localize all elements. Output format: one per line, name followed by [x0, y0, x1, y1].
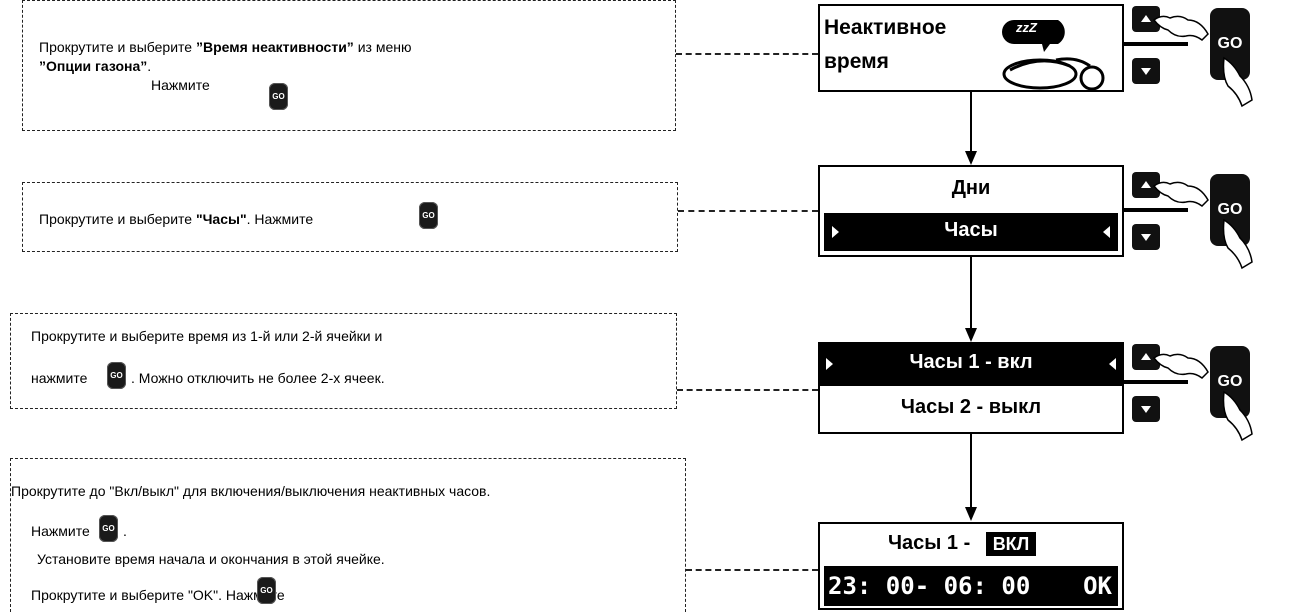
lcd-screen-hour-slots: Часы 1 - вкл Часы 2 - выкл [818, 342, 1124, 434]
scroll-down-button-icon [1132, 58, 1160, 84]
press-text: нажмите [31, 370, 88, 386]
pointing-hand-icon [1152, 181, 1209, 207]
connector-bar [1124, 380, 1188, 384]
press-text: Нажмите [31, 523, 90, 539]
ok-option: OK [1083, 572, 1112, 600]
text-segment: Прокрутите и выберите [39, 211, 196, 227]
instruction-text: Прокрутите и выберите ”Время неактивност… [39, 39, 411, 55]
slot-title: Часы 1 - [888, 532, 971, 554]
screen-title-line-2: время [824, 50, 889, 73]
text-segment: Прокрутите и выберите [39, 39, 196, 55]
flow-arrow-head-1 [965, 151, 977, 165]
menu-option-hours: Часы [944, 219, 998, 241]
text-segment: Прокрутите до "Вкл/выкл" для включения/в… [11, 483, 491, 499]
instruction-text: Прокрутите и выберите "OK". Нажмите [31, 587, 285, 603]
menu-item-name: "Часы" [195, 211, 247, 227]
press-text: Нажмите [151, 77, 210, 93]
control-cluster-1: GO [1124, 6, 1253, 108]
go-button-icon: GO [419, 202, 438, 229]
on-off-value: ВКЛ [992, 534, 1030, 554]
instruction-text: Нажмите [31, 523, 90, 539]
flow-arrow-head-3 [965, 507, 977, 521]
scroll-down-button-icon [1132, 224, 1160, 250]
lcd-screen-days-hours: Дни Часы [818, 165, 1124, 257]
on-off-toggle-highlight: ВКЛ [986, 532, 1036, 556]
selection-arrow-right-icon [832, 226, 839, 238]
instruction-text: Прокрутите и выберите "Часы". Нажмите [39, 211, 313, 227]
instruction-box-2: Прокрутите и выберите "Часы". Нажмите GO [22, 182, 678, 252]
scroll-down-button-icon [1132, 396, 1160, 422]
flow-arrow-head-2 [965, 328, 977, 342]
text-segment: . [123, 523, 127, 539]
control-cluster-3: GO [1124, 344, 1253, 444]
flow-arrow-3 [970, 434, 972, 508]
menu-item-name: ”Время неактивности” [195, 39, 354, 55]
hour-slot-1-selected: Часы 1 - вкл [818, 342, 1124, 386]
instruction-text: Установите время начала и окончания в эт… [37, 551, 385, 567]
instruction-text: Прокрутите и выберите время из 1-й или 2… [31, 328, 382, 344]
lcd-screen-time-setting: Часы 1 - ВКЛ 23: 00- 06: 00 OK [818, 522, 1124, 610]
text-segment: Прокрутите и выберите время из 1-й или 2… [31, 328, 383, 344]
selection-arrow-left-icon [1103, 226, 1110, 238]
control-cluster-2: GO [1124, 172, 1253, 272]
instruction-text: Прокрутите до "Вкл/выкл" для включения/в… [11, 483, 490, 499]
flow-arrow-1 [970, 92, 972, 152]
connector-bar [1124, 42, 1188, 46]
instruction-box-3: Прокрутите и выберите время из 1-й или 2… [10, 313, 677, 409]
text-segment: . Нажмите [246, 211, 314, 227]
pointing-hand-icon [1222, 56, 1253, 108]
pointing-hand-icon [1222, 390, 1253, 442]
flow-arrow-2 [970, 257, 972, 329]
menu-name: ”Опции газона” [39, 58, 148, 74]
pointing-hand-icon [1222, 218, 1253, 270]
selection-arrow-left-icon [1109, 358, 1116, 370]
go-button-icon: GO [269, 83, 288, 110]
hour-slot-2-label: Часы 2 - выкл [900, 396, 1042, 418]
text-segment: из меню [353, 39, 412, 55]
go-button-icon: GO [257, 577, 276, 604]
instruction-text: . [123, 523, 127, 539]
text-segment: Прокрутите и выберите "OK". Нажмите [31, 587, 285, 603]
instruction-box-4: Прокрутите до "Вкл/выкл" для включения/в… [10, 458, 686, 612]
sleeping-mower-icon [1002, 20, 1105, 91]
pointing-hand-icon [1152, 15, 1209, 41]
instruction-box-1: Прокрутите и выберите ”Время неактивност… [22, 0, 676, 131]
text-segment: . Можно отключить не более 2-х ячеек. [131, 370, 385, 386]
pointing-hand-icon [1152, 353, 1209, 379]
go-button-icon: GO [99, 515, 118, 542]
selection-arrow-right-icon [826, 358, 833, 370]
instruction-text: нажмите [31, 370, 87, 386]
connector-dash-1 [676, 53, 818, 55]
instruction-text: . Можно отключить не более 2-х ячеек. [131, 370, 385, 386]
connector-dash-4 [686, 569, 818, 571]
go-button-icon: GO [107, 362, 126, 389]
connector-dash-3 [677, 389, 818, 391]
connector-dash-2 [678, 210, 818, 212]
instruction-text: ”Опции газона”. [39, 58, 151, 74]
screen-title-line-1: Неактивное [824, 16, 947, 39]
hour-slot-1-label: Часы 1 - вкл [909, 351, 1033, 373]
time-range-row: 23: 00- 06: 00 OK [824, 566, 1118, 606]
menu-option-hours-selected: Часы [824, 213, 1118, 251]
connector-bar [1124, 208, 1188, 212]
instruction-text: Нажмите [151, 77, 210, 93]
zzz-text: zzZ [1016, 20, 1037, 35]
text-segment: Установите время начала и окончания в эт… [37, 551, 385, 567]
lcd-screen-inactive-time: Неактивное время zzZ [818, 4, 1124, 92]
time-range: 23: 00- 06: 00 [828, 572, 1031, 600]
go-button-icon: GO [1210, 8, 1250, 80]
text-segment: . [147, 58, 152, 74]
menu-option-days: Дни [951, 177, 991, 199]
